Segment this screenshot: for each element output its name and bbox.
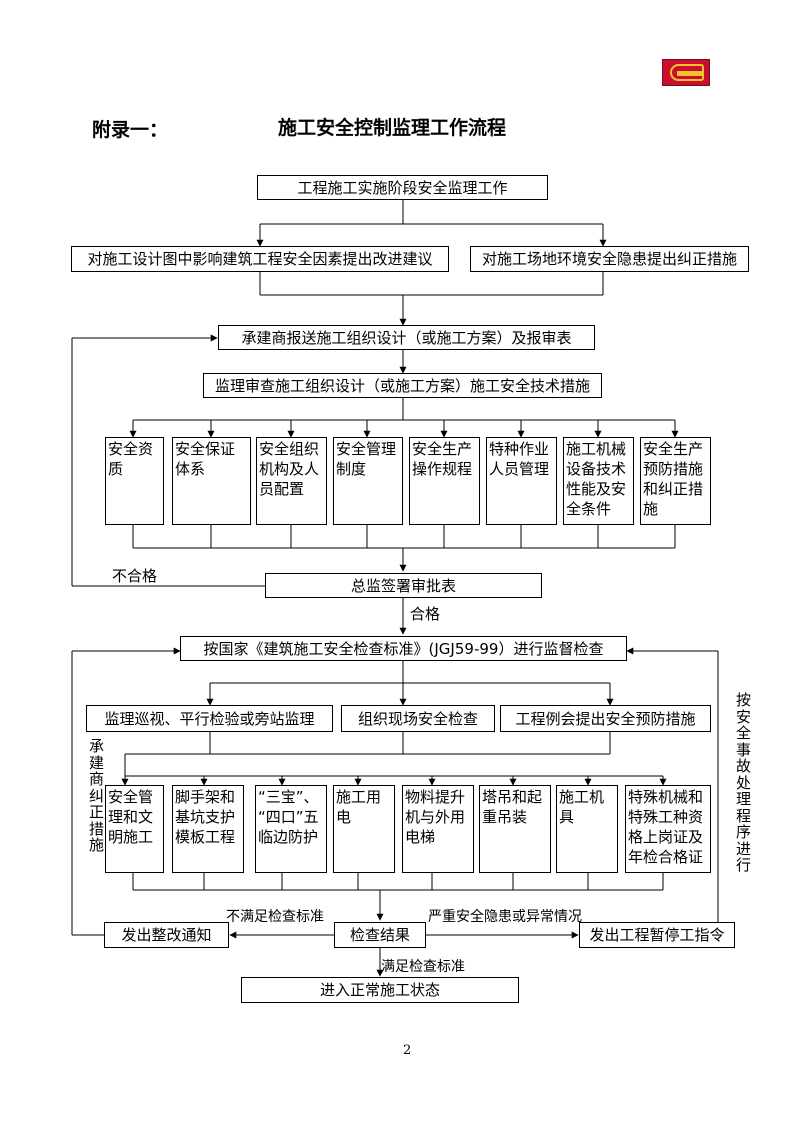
review-item-qualification: 安全资质 <box>105 437 164 525</box>
accident-procedure-label: 按安全事故处理程序进行 <box>735 691 751 874</box>
design-suggestion-box: 对施工设计图中影响建筑工程安全因素提出改进建议 <box>71 246 449 272</box>
fail-label: 不合格 <box>112 567 158 585</box>
start-box: 工程施工实施阶段安全监理工作 <box>257 175 548 200</box>
review-item-assurance-system: 安全保证体系 <box>172 437 251 525</box>
check-item-electricity: 施工用电 <box>333 785 395 873</box>
stop-order-box: 发出工程暂停工指令 <box>579 922 735 948</box>
normal-construction-box: 进入正常施工状态 <box>241 977 519 1003</box>
supervisor-review-box: 监理审查施工组织设计（或施工方案）施工安全技术措施 <box>203 373 602 398</box>
check-item-tools: 施工机具 <box>556 785 618 873</box>
page-title: 施工安全控制监理工作流程 <box>278 117 507 139</box>
review-item-organization: 安全组织机构及人员配置 <box>256 437 327 525</box>
check-item-hoist-elevator: 物料提升机与外用电梯 <box>402 785 474 873</box>
review-item-prevention-measures: 安全生产预防措施和纠正措施 <box>640 437 711 525</box>
page-number: 2 <box>403 1043 412 1058</box>
method-patrol-box: 监理巡视、平行检验或旁站监理 <box>86 705 333 732</box>
check-item-crane: 塔吊和起重吊装 <box>479 785 551 873</box>
company-logo <box>662 59 710 86</box>
check-item-protection: “三宝”、“四口”五临边防护 <box>255 785 327 873</box>
review-item-machinery: 施工机械设备技术性能及安全条件 <box>563 437 634 525</box>
check-result-box: 检查结果 <box>334 922 426 948</box>
check-item-management: 安全管理和文明施工 <box>105 785 164 873</box>
check-item-scaffolding: 脚手架和基坑支护模板工程 <box>172 785 244 873</box>
not-meet-label: 不满足检查标准 <box>226 909 324 925</box>
method-site-check-box: 组织现场安全检查 <box>341 705 495 732</box>
chief-approval-box: 总监签署审批表 <box>265 573 542 598</box>
contractor-submit-box: 承建商报送施工组织设计（或施工方案）及报审表 <box>218 325 595 350</box>
rectify-notice-box: 发出整改通知 <box>104 922 229 948</box>
method-meeting-box: 工程例会提出安全预防措施 <box>500 705 711 732</box>
contractor-correction-label: 承建商纠正措施 <box>88 737 104 854</box>
site-correction-box: 对施工场地环境安全隐患提出纠正措施 <box>470 246 749 272</box>
pass-label: 合格 <box>410 605 441 623</box>
meet-standard-label: 满足检查标准 <box>381 959 465 975</box>
review-item-management-rules: 安全管理制度 <box>333 437 403 525</box>
serious-hazard-label: 严重安全隐患或异常情况 <box>428 909 582 925</box>
inspection-standard-box: 按国家《建筑施工安全检查标准》(JGJ59-99）进行监督检查 <box>180 636 627 661</box>
review-item-special-workers: 特种作业人员管理 <box>486 437 557 525</box>
check-item-special-certificates: 特殊机械和特殊工种资格上岗证及年检合格证 <box>625 785 711 873</box>
appendix-label: 附录一： <box>92 119 169 141</box>
review-item-operating-procedures: 安全生产操作规程 <box>409 437 480 525</box>
